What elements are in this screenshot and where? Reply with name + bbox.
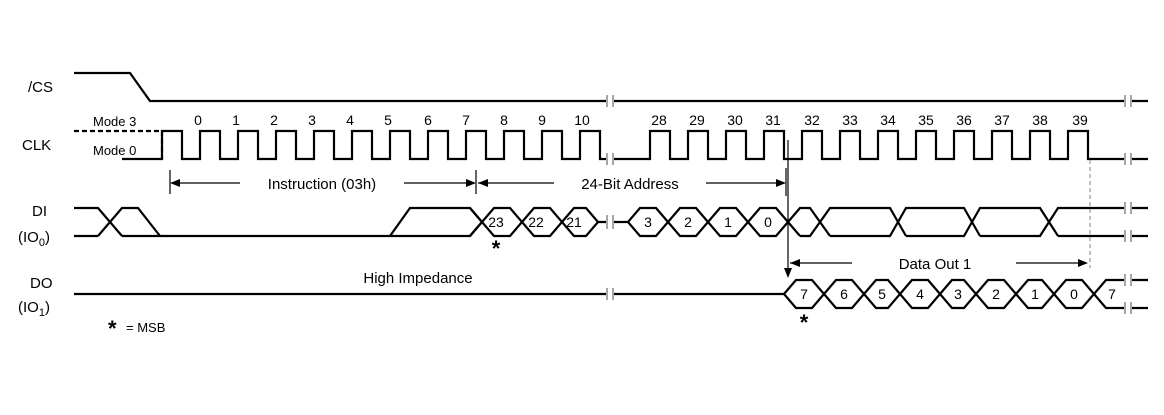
do-bit: 1: [1031, 286, 1039, 302]
cs-label: /CS: [28, 79, 53, 96]
cycle-number: 2: [270, 112, 278, 128]
di-bit: 23: [488, 214, 504, 230]
clk-label: CLK: [22, 137, 51, 154]
do-break-marks: [606, 274, 1132, 314]
di-bit: 2: [684, 214, 692, 230]
address-phase-annotation: 24-Bit Address: [478, 168, 787, 196]
address-label: 24-Bit Address: [581, 176, 679, 193]
cs-break-marks: [606, 95, 1132, 107]
do-label: DO: [30, 275, 53, 292]
di-bit: 22: [528, 214, 544, 230]
mode3-label: Mode 3: [93, 114, 136, 129]
cycle-number: 0: [194, 112, 202, 128]
cycle-number: 34: [880, 112, 896, 128]
clk-waveform-a: [122, 129, 606, 161]
cycle-number: 10: [574, 112, 590, 128]
cycle-number: 7: [462, 112, 470, 128]
cycle-number: 1: [232, 112, 240, 128]
cycle-number: 37: [994, 112, 1010, 128]
do-waveform: [74, 278, 1148, 310]
di-label: DI: [32, 203, 47, 220]
cycle-number: 33: [842, 112, 858, 128]
cs-waveform: [74, 71, 1148, 103]
cycle-number: 9: [538, 112, 546, 128]
cycle-number: 4: [346, 112, 354, 128]
clk-cycle-numbers-a: 0 1 2 3 4 5 6 7 8 9 10: [194, 112, 590, 128]
cycle-number: 6: [424, 112, 432, 128]
data-out-phase-annotation: Data Out 1: [787, 140, 1091, 273]
cycle-number: 28: [651, 112, 667, 128]
do-bit: 7: [800, 286, 808, 302]
cycle-number: 29: [689, 112, 705, 128]
do-bit: 3: [954, 286, 962, 302]
do-msb-marker: *: [800, 310, 809, 335]
cycle-number: 36: [956, 112, 972, 128]
do-bit: 6: [840, 286, 848, 302]
do-bit: 5: [878, 286, 886, 302]
do-bit: 2: [992, 286, 1000, 302]
cycle-number: 30: [727, 112, 743, 128]
high-impedance-label: High Impedance: [363, 270, 472, 287]
do-bit: 0: [1070, 286, 1078, 302]
cycle-number: 3: [308, 112, 316, 128]
clk-break-marks: [606, 153, 1132, 165]
do-start-arrow: [784, 268, 792, 278]
do-bit: 7: [1108, 286, 1116, 302]
di-bit: 1: [724, 214, 732, 230]
clk-cycle-numbers-b: 28 29 30 31 32 33 34 35 36 37 38 39: [651, 112, 1088, 128]
clk-waveform-b: [614, 129, 1148, 161]
do-io-label: (IO1): [18, 299, 50, 319]
cycle-number: 8: [500, 112, 508, 128]
cycle-number: 35: [918, 112, 934, 128]
cycle-number: 39: [1072, 112, 1088, 128]
instruction-label: Instruction (03h): [268, 176, 376, 193]
legend-msb-star: *: [108, 316, 117, 341]
cycle-number: 32: [804, 112, 820, 128]
legend-msb-text: = MSB: [126, 320, 165, 335]
di-bit: 21: [566, 214, 582, 230]
cycle-number: 31: [765, 112, 781, 128]
cycle-number: 5: [384, 112, 392, 128]
cycle-number: 38: [1032, 112, 1048, 128]
di-msb-marker: *: [492, 236, 501, 261]
di-io-label: (IO0): [18, 229, 50, 249]
di-waveform: [74, 206, 1148, 238]
instruction-phase-annotation: Instruction (03h): [169, 170, 477, 194]
mode0-label: Mode 0: [93, 143, 136, 158]
do-bit: 4: [916, 286, 924, 302]
di-bit: 3: [644, 214, 652, 230]
di-bit: 0: [764, 214, 772, 230]
di-break-marks: [606, 202, 1132, 242]
data-out-label: Data Out 1: [899, 256, 972, 273]
